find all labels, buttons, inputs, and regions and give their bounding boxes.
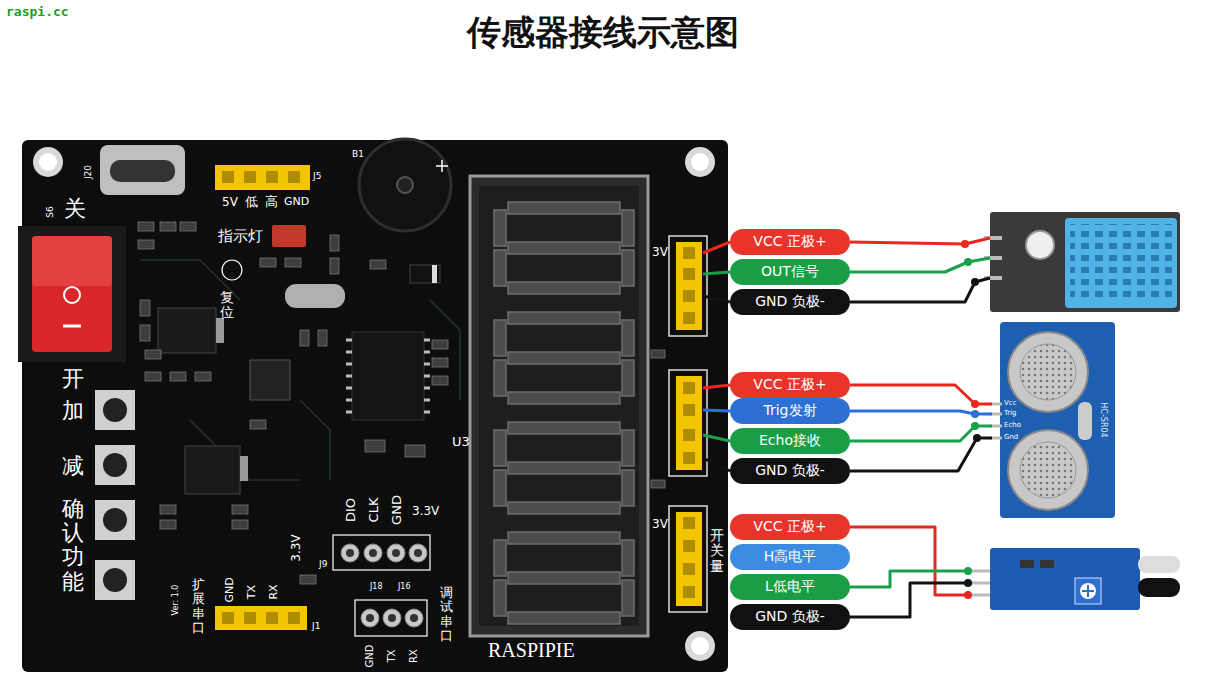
- pill-text: GND 负极-: [755, 293, 825, 311]
- signal-label-pill: Echo接收: [730, 428, 850, 454]
- signal-label-pill: VCC 正极+: [730, 514, 850, 540]
- pill-text: GND 负极-: [755, 462, 825, 480]
- silkscreen-label: 关: [64, 198, 86, 220]
- pin-label: CLK: [367, 498, 380, 523]
- signal-label-pill: L低电平: [730, 574, 850, 600]
- pin-label: RX: [409, 649, 419, 663]
- pin-label: TX: [246, 585, 257, 599]
- pill-text: VCC 正极+: [753, 233, 826, 251]
- pin-label: 高: [265, 195, 278, 208]
- signal-label-pill: GND 负极-: [730, 289, 850, 315]
- part-ref: S6: [46, 206, 55, 217]
- pin-label: 3V: [652, 518, 668, 530]
- signal-label-pill: GND 负极-: [730, 458, 850, 484]
- pin-label: DIO: [344, 498, 357, 522]
- pin-label: 低: [245, 195, 258, 208]
- pin-label: Gnd: [1004, 434, 1018, 441]
- signal-label-pill: GND 负极-: [730, 604, 850, 630]
- module-name: HC-SR04: [1099, 402, 1107, 437]
- silkscreen-label: 指示灯: [218, 229, 263, 244]
- part-ref: J20: [84, 165, 93, 179]
- pill-text: VCC 正极+: [753, 518, 826, 536]
- silkscreen-label: 扩展串口: [192, 578, 205, 635]
- pin-label: Vcc: [1004, 400, 1017, 407]
- part-ref: J1: [312, 622, 320, 631]
- part-ref: B1: [352, 150, 364, 159]
- pin-label: RX: [268, 584, 279, 599]
- part-ref: J5: [313, 172, 321, 181]
- pill-text: OUT信号: [761, 263, 819, 281]
- page-title: 传感器接线示意图: [0, 12, 1206, 53]
- pin-label: 3.3V: [290, 534, 302, 561]
- pin-label: GND: [284, 196, 309, 207]
- pin-label: 3V: [652, 246, 668, 258]
- watermark: raspi.cc: [6, 5, 69, 18]
- part-ref: J16: [398, 583, 411, 591]
- silkscreen-label: 调试串口: [440, 586, 453, 643]
- silkscreen-label: 加: [62, 400, 84, 422]
- pin-label: TX: [387, 650, 397, 663]
- part-ref: J9: [319, 560, 327, 569]
- pill-text: GND 负极-: [755, 608, 825, 626]
- pin-label: Echo: [1004, 422, 1021, 429]
- pin-label: GND: [224, 577, 235, 602]
- silkscreen-label: 减: [62, 455, 84, 477]
- signal-label-pill: VCC 正极+: [730, 372, 850, 398]
- brand-label: RASPIPIE: [488, 640, 575, 660]
- pin-label: Trig: [1004, 410, 1017, 417]
- pin-label: 3.3V: [412, 505, 439, 517]
- signal-label-pill: H高电平: [730, 544, 850, 570]
- pill-text: VCC 正极+: [753, 376, 826, 394]
- signal-label-pill: Trig发射: [730, 398, 850, 424]
- pin-label: GND: [390, 495, 403, 525]
- pin-label: GND: [365, 645, 375, 668]
- signal-label-pill: VCC 正极+: [730, 229, 850, 255]
- silkscreen-label: 开: [62, 368, 84, 390]
- pill-text: Trig发射: [763, 402, 816, 420]
- signal-label-pill: OUT信号: [730, 259, 850, 285]
- pill-text: H高电平: [764, 548, 817, 566]
- part-ref: J18: [370, 583, 383, 591]
- silkscreen-label: 复位: [220, 290, 234, 321]
- pill-text: Echo接收: [759, 432, 821, 450]
- pill-text: L低电平: [765, 578, 815, 596]
- pin-label: 5V: [222, 196, 238, 208]
- version-label: Ver: 1.0: [172, 585, 180, 616]
- silkscreen-label: 开关量: [710, 528, 724, 574]
- part-ref: U3: [452, 435, 470, 448]
- silkscreen-label: 确认功能: [62, 497, 84, 594]
